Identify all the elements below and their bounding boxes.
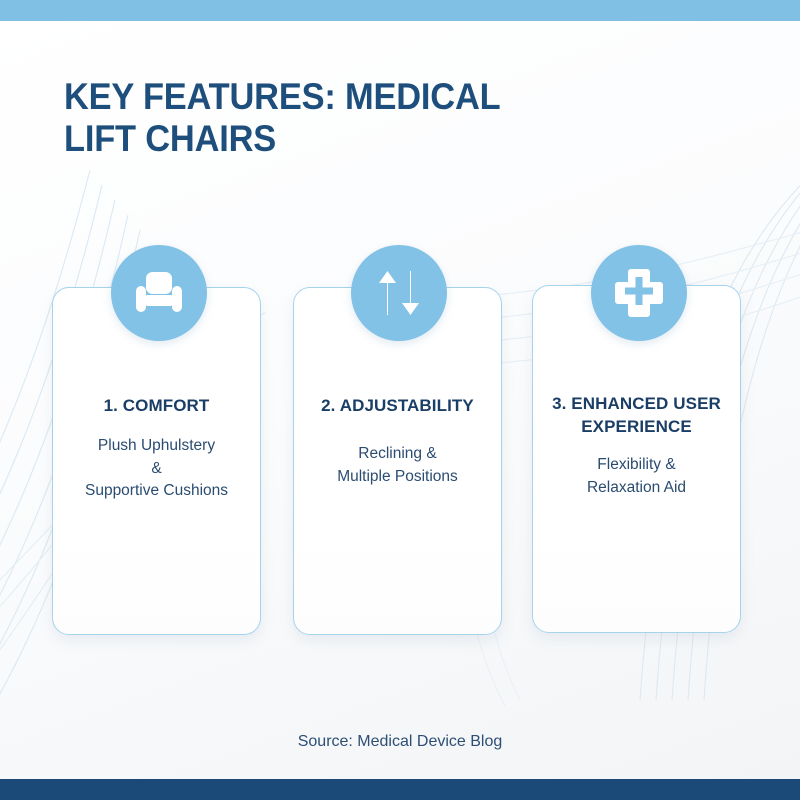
feature-card-text: Plush Uphulstery & Supportive Cushions (84, 437, 229, 499)
feature-card-text: Reclining & Multiple Positions (337, 445, 458, 485)
feature-card-heading: 2. ADJUSTABILITY (321, 396, 474, 415)
armchair-icon (134, 270, 184, 316)
feature-card-heading: 1. COMFORT (103, 396, 210, 415)
feature-card-text: Flexibility & Relaxation Aid (586, 456, 687, 496)
feature-icon-badge-comfort (111, 245, 207, 341)
medical-cross-icon (614, 268, 664, 318)
feature-card-comfort: 1. COMFORT Plush Uphulstery & Supportive… (52, 287, 261, 635)
feature-card-body: 2. ADJUSTABILITY Reclining & Multiple Po… (294, 394, 501, 488)
up-down-arrows-icon (375, 269, 423, 317)
feature-card-heading: 3. ENHANCED USER EXPERIENCE (552, 394, 721, 436)
top-accent-bar (0, 0, 800, 21)
page-title: KEY FEATURES: MEDICAL LIFT CHAIRS (64, 76, 501, 159)
feature-card-body: 1. COMFORT Plush Uphulstery & Supportive… (53, 394, 260, 503)
feature-card-enhanced-user-experience: 3. ENHANCED USER EXPERIENCE Flexibility … (532, 285, 741, 633)
feature-card-body: 3. ENHANCED USER EXPERIENCE Flexibility … (533, 392, 740, 499)
source-caption: Source: Medical Device Blog (297, 733, 503, 750)
bottom-accent-bar (0, 779, 800, 800)
feature-icon-badge-enhanced-user-experience (591, 245, 687, 341)
feature-icon-badge-adjustability (351, 245, 447, 341)
feature-card-adjustability: 2. ADJUSTABILITY Reclining & Multiple Po… (293, 287, 502, 635)
